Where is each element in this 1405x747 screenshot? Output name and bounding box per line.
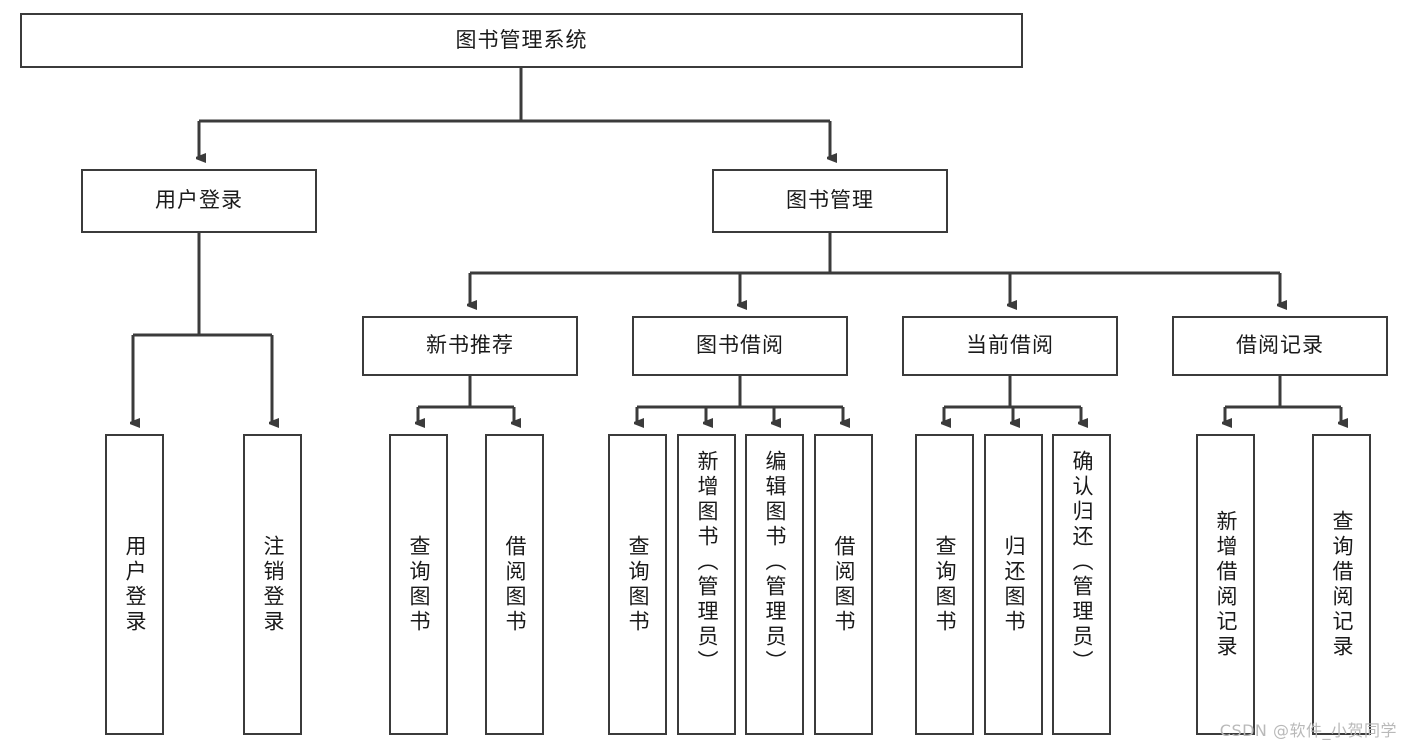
csdn-watermark: CSDN @软件_小贺同学 — [1219, 721, 1397, 740]
node-label: 新增借阅记录 — [1214, 509, 1238, 660]
node-label: 编辑图书（管理员） — [763, 450, 787, 675]
node-new-book-recommend[interactable]: 新书推荐 — [362, 316, 578, 376]
node-book-borrow[interactable]: 图书借阅 — [632, 316, 848, 376]
node-label: 查询图书 — [933, 534, 957, 635]
node-label: 借阅图书 — [503, 534, 527, 635]
node-label: 查询图书 — [626, 534, 650, 635]
node-label: 图书借阅 — [696, 333, 784, 358]
node-label: 用户登录 — [123, 534, 147, 635]
leaf-query-book-borrow[interactable]: 查询图书 — [608, 434, 667, 735]
leaf-edit-book-admin[interactable]: 编辑图书（管理员） — [745, 434, 804, 735]
node-current-borrow[interactable]: 当前借阅 — [902, 316, 1118, 376]
leaf-return-book[interactable]: 归还图书 — [984, 434, 1043, 735]
node-label: 注销登录 — [261, 534, 285, 635]
leaf-query-book-current[interactable]: 查询图书 — [915, 434, 974, 735]
node-label: 借阅记录 — [1236, 333, 1324, 358]
leaf-user-login[interactable]: 用户登录 — [105, 434, 164, 735]
node-label: 借阅图书 — [832, 534, 856, 635]
leaf-borrow-book[interactable]: 借阅图书 — [814, 434, 873, 735]
node-label: 新增图书（管理员） — [695, 450, 719, 675]
node-borrow-record[interactable]: 借阅记录 — [1172, 316, 1388, 376]
leaf-user-logout[interactable]: 注销登录 — [243, 434, 302, 735]
leaf-query-book-recommend[interactable]: 查询图书 — [389, 434, 448, 735]
node-label: 查询借阅记录 — [1330, 509, 1354, 660]
leaf-add-borrow-record[interactable]: 新增借阅记录 — [1196, 434, 1255, 735]
node-label: 用户登录 — [155, 188, 243, 213]
node-label: 当前借阅 — [966, 333, 1054, 358]
leaf-borrow-book-recommend[interactable]: 借阅图书 — [485, 434, 544, 735]
node-label: 确认归还（管理员） — [1070, 450, 1094, 675]
leaf-confirm-return-admin[interactable]: 确认归还（管理员） — [1052, 434, 1111, 735]
node-book-manage[interactable]: 图书管理 — [712, 169, 948, 233]
node-label: 归还图书 — [1002, 534, 1026, 635]
node-label: 新书推荐 — [426, 333, 514, 358]
node-label: 图书管理 — [786, 188, 874, 213]
node-root-system[interactable]: 图书管理系统 — [20, 13, 1023, 68]
leaf-add-book-admin[interactable]: 新增图书（管理员） — [677, 434, 736, 735]
node-label: 查询图书 — [407, 534, 431, 635]
node-label: 图书管理系统 — [455, 27, 588, 52]
leaf-query-borrow-record[interactable]: 查询借阅记录 — [1312, 434, 1371, 735]
node-user-login[interactable]: 用户登录 — [81, 169, 317, 233]
